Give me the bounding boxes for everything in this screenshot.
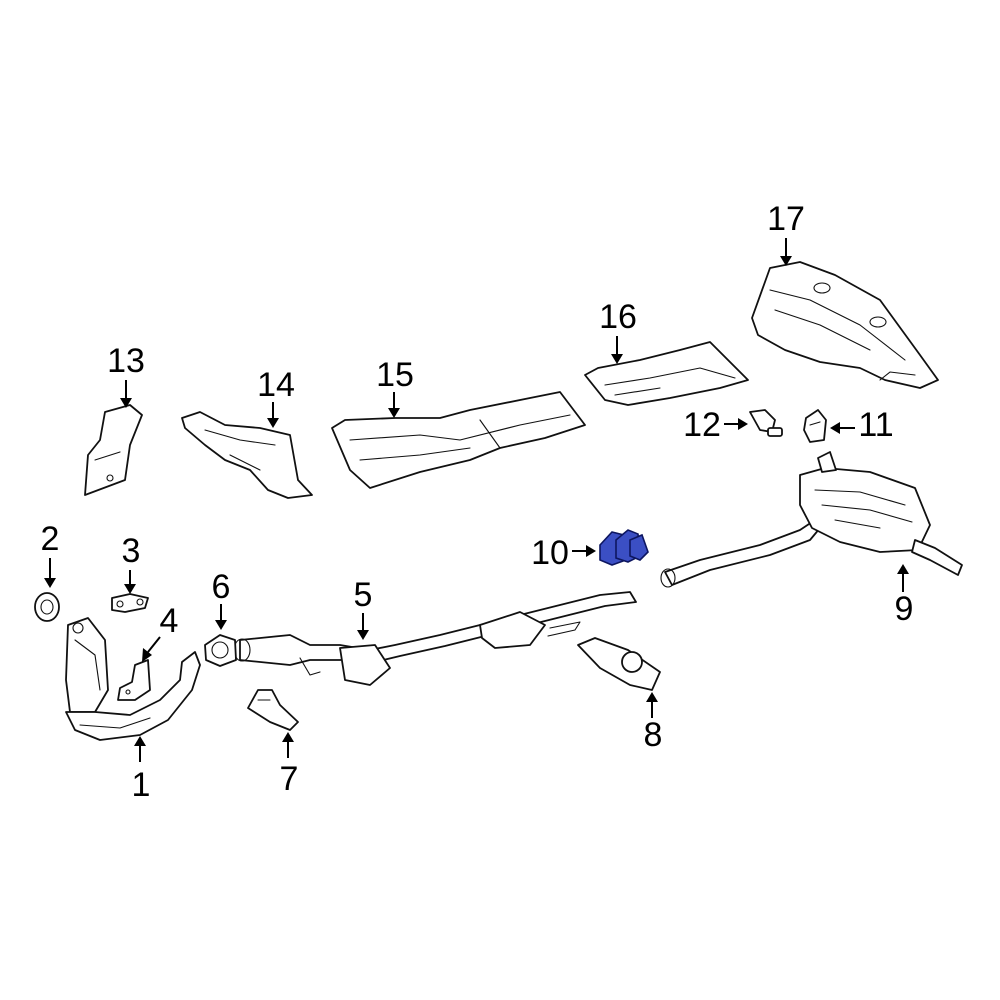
callout-14: 14 (257, 366, 295, 404)
callout-1: 1 (132, 766, 151, 804)
leader-lines (44, 238, 909, 762)
callout-3: 3 (122, 532, 141, 570)
part-13-heat-shield[interactable] (84, 404, 143, 496)
callout-labels: 17 16 15 14 13 12 11 10 9 8 7 6 5 4 3 2 … (41, 200, 914, 804)
callout-4: 4 (160, 602, 179, 640)
callout-9: 9 (895, 590, 914, 628)
callout-10: 10 (531, 534, 569, 572)
callout-5: 5 (354, 576, 373, 614)
part-10-clamp[interactable] (599, 529, 649, 566)
part-5-intermediate-pipe[interactable] (233, 591, 637, 686)
part-11-bracket[interactable] (803, 409, 827, 443)
part-6-gasket[interactable] (204, 634, 237, 667)
callout-17: 17 (767, 200, 805, 238)
part-14-heat-shield[interactable] (181, 411, 313, 499)
callout-8: 8 (644, 716, 663, 754)
callout-2: 2 (41, 520, 60, 558)
part-9-muffler[interactable] (660, 451, 963, 588)
part-16-heat-shield[interactable] (584, 341, 749, 406)
callout-15: 15 (376, 356, 414, 394)
callout-16: 16 (599, 298, 637, 336)
part-17-heat-shield[interactable] (751, 261, 939, 389)
callout-7: 7 (280, 760, 299, 798)
part-3-bracket[interactable] (111, 593, 149, 613)
part-2-gasket[interactable] (34, 592, 60, 622)
callout-13: 13 (107, 342, 145, 380)
part-15-heat-shield[interactable] (331, 391, 586, 489)
part-4-bracket[interactable] (117, 659, 151, 701)
part-1-front-pipe[interactable] (65, 617, 201, 741)
part-7-hanger[interactable] (247, 689, 299, 731)
callout-12: 12 (683, 406, 721, 444)
part-8-hanger-bracket[interactable] (577, 637, 661, 691)
callout-6: 6 (212, 568, 231, 606)
callout-11: 11 (858, 406, 893, 444)
part-12-hanger[interactable] (749, 409, 783, 437)
